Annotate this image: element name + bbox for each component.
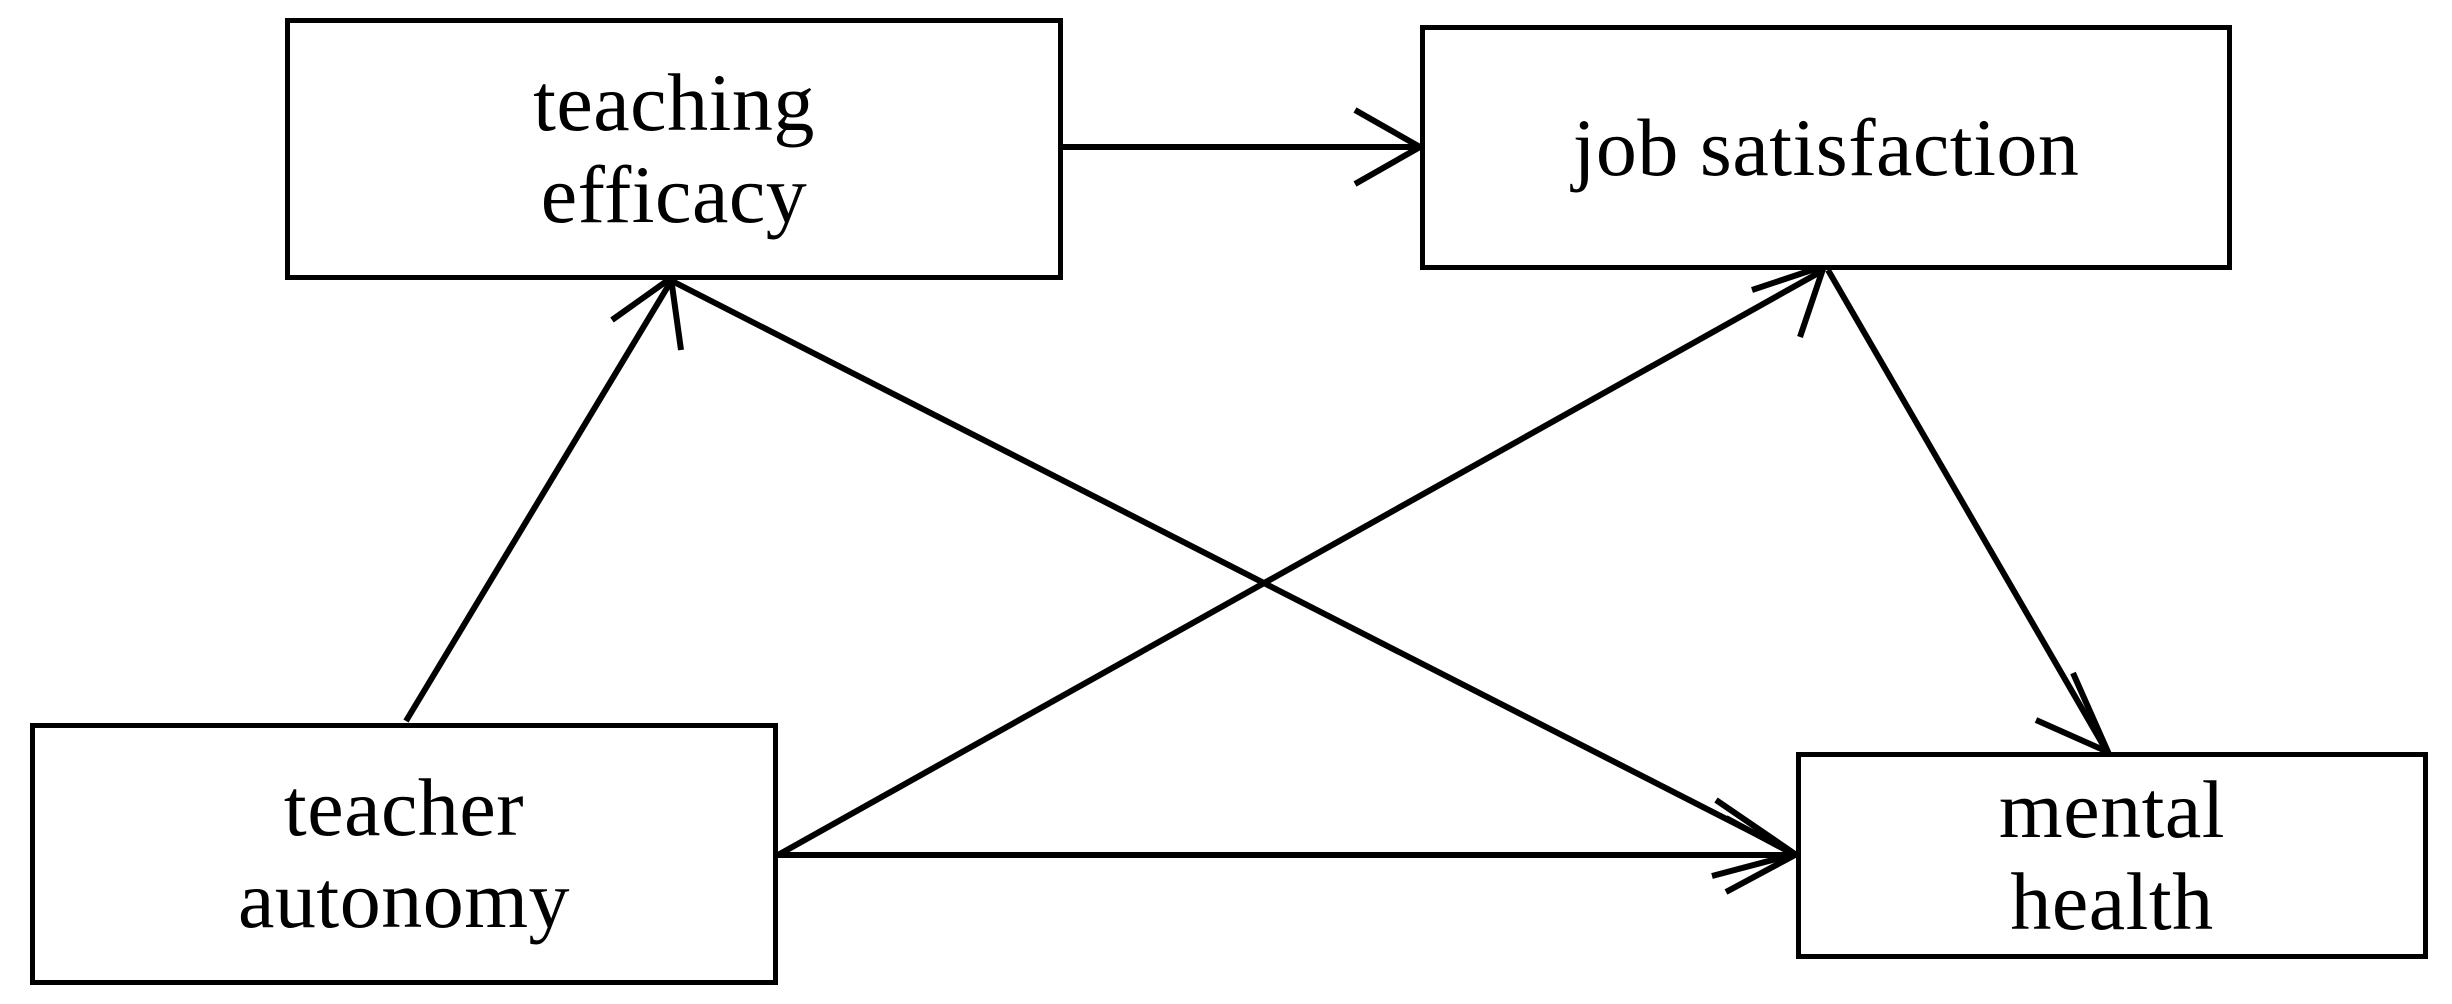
node-mental-health-label: mental health [1998,763,2226,947]
edge-teaching-efficacy-to-job-satisfaction [1063,107,1427,187]
node-teacher-autonomy-label: teacher autonomy [238,762,570,945]
edge-teacher-autonomy-to-mental-health [778,815,1802,895]
node-mental-health[interactable]: mental health [1796,752,2428,959]
node-job-satisfaction[interactable]: job satisfaction [1420,25,2232,270]
node-job-satisfaction-label: job satisfaction [1572,101,2080,193]
node-teacher-autonomy[interactable]: teacher autonomy [30,723,778,985]
node-teaching-efficacy[interactable]: teaching efficacy [285,18,1063,280]
edge-teacher-autonomy-to-teaching-efficacy [403,272,684,723]
node-teaching-efficacy-label: teaching efficacy [533,57,815,240]
edge-teaching-efficacy-to-mental-health [670,278,1803,879]
edge-teacher-autonomy-to-job-satisfaction [776,261,1829,858]
edge-job-satisfaction-to-mental-health [1825,268,2114,758]
